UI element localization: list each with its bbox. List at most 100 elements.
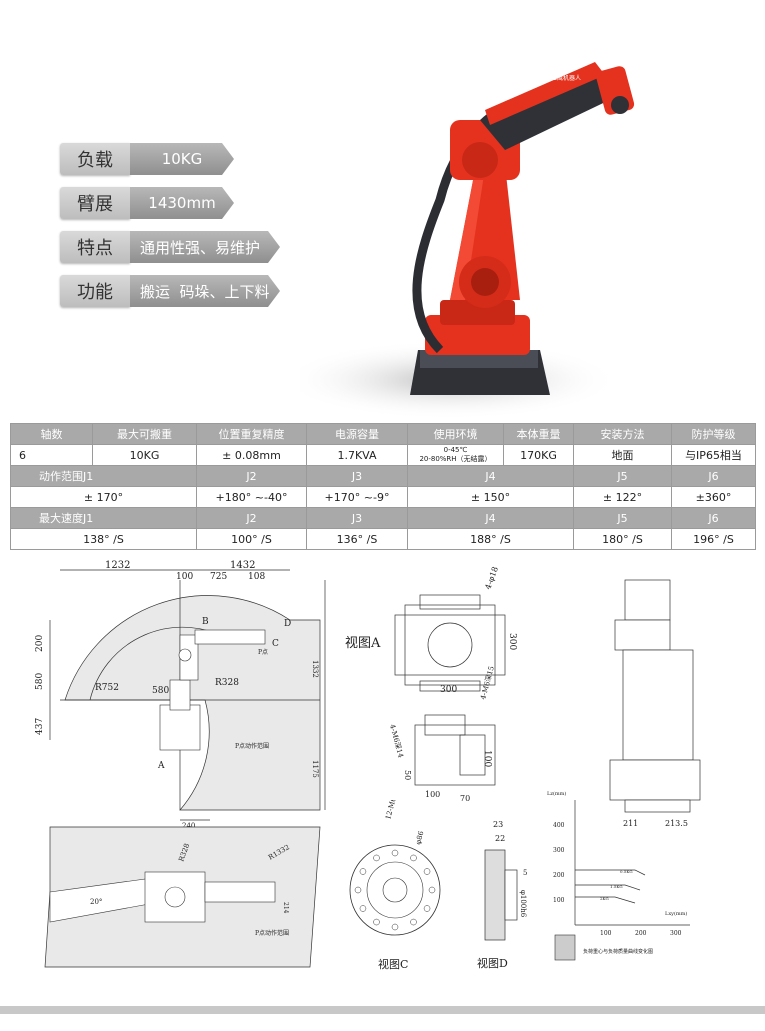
- table-cell: 地面: [573, 444, 672, 466]
- p-point: P点: [258, 648, 268, 656]
- bolt-hole: [410, 854, 417, 862]
- table-cell: 188° /S: [407, 528, 574, 550]
- workspace-side-drawing: 1232 1432 100 725 108 200 580 437 1332 1…: [30, 560, 330, 830]
- table-header-cell: 轴数: [10, 423, 93, 445]
- dim-214: 214: [282, 902, 289, 914]
- dim-240: 240: [182, 822, 195, 830]
- table-cell: 1.7KVA: [306, 444, 408, 466]
- table-cell: +180° ~-40°: [196, 486, 307, 508]
- load-x-tick: 100: [600, 930, 612, 937]
- table-cell: 6: [10, 444, 93, 466]
- table-header-cell: 动作范围J1: [10, 465, 197, 487]
- spec-value-reach: 1430mm: [130, 187, 234, 219]
- table-cell: ±360°: [671, 486, 756, 508]
- bolt-hole: [428, 886, 436, 894]
- view-d-5: 5: [523, 869, 527, 877]
- table-header-cell: J5: [573, 507, 672, 529]
- dim-100: 100: [176, 572, 193, 582]
- table-cell: 10KG: [92, 444, 197, 466]
- bolt-hole: [391, 923, 399, 931]
- table-cell: ± 170°: [10, 486, 197, 508]
- table-cell: 180° /S: [573, 528, 672, 550]
- dim-437: 437: [35, 718, 45, 735]
- dim-1432: 1432: [230, 560, 255, 571]
- bottom-bar: [0, 1006, 765, 1014]
- view-a-m6a: 4-M6深14: [388, 723, 406, 759]
- label-c: C: [272, 639, 279, 649]
- label-b: B: [202, 617, 209, 627]
- load-x-tick: 200: [635, 930, 647, 937]
- view-d-22: 22: [495, 834, 505, 843]
- dim-580h: 580: [152, 686, 169, 696]
- bolt-hole: [373, 918, 380, 926]
- table-cell: 136° /S: [306, 528, 408, 550]
- view-d-23: 23: [493, 820, 503, 829]
- spec-table: 轴数 最大可搬重 位置重复精度 电源容量 使用环境 本体重量 安装方法 防护等级…: [10, 423, 756, 550]
- table-header-cell: J6: [671, 507, 756, 529]
- table-header-cell: J2: [196, 507, 307, 529]
- load-x-tick: 300: [670, 930, 682, 937]
- view-a-m6b: 4-M6深15: [478, 665, 496, 701]
- dim-1332: 1332: [311, 660, 319, 678]
- table-header-cell: 使用环境: [407, 423, 504, 445]
- bolt-hole: [391, 849, 399, 857]
- table-header-cell: 防护等级: [671, 423, 756, 445]
- env-humidity: 20-80%RH（无结露）: [419, 455, 492, 463]
- view-d-title: 视图D: [477, 956, 508, 970]
- table-cell: ± 122°: [573, 486, 672, 508]
- load-y-tick: 100: [553, 897, 565, 904]
- deg-20: 20°: [90, 898, 102, 906]
- side-view-drawing: 211 213.5: [595, 570, 705, 830]
- dim-725: 725: [210, 572, 227, 582]
- view-a-dim70: 70: [460, 794, 470, 803]
- table-header-cell: J3: [306, 465, 408, 487]
- table-header-row: 最大速度J1 J2 J3 J4 J5 J6: [10, 507, 756, 529]
- load-curve-chart: Lz(mm) Lxy(mm) 400 300 200 100 100 200 3…: [545, 785, 695, 970]
- table-cell: +170° ~-9°: [306, 486, 408, 508]
- label-d: D: [284, 619, 291, 629]
- side-dim-211: 211: [623, 819, 638, 828]
- load-y-tick: 400: [553, 822, 565, 829]
- view-a-title: 视图A: [345, 636, 381, 651]
- table-header-cell: 最大可搬重: [92, 423, 197, 445]
- bolt-hole: [354, 886, 362, 894]
- view-a-dim100v: 100: [482, 750, 492, 767]
- spec-value-function: 搬运 码垛、上下料: [130, 275, 280, 307]
- env-temp: 0-45℃: [443, 446, 468, 454]
- table-header-cell: 电源容量: [306, 423, 408, 445]
- load-caption: 负荷重心与负荷质量曲线变化图: [583, 948, 653, 955]
- table-header-row: 轴数 最大可搬重 位置重复精度 电源容量 使用环境 本体重量 安装方法 防护等级: [10, 423, 756, 445]
- table-cell: 170KG: [503, 444, 574, 466]
- robot-brand-text: CHY: [520, 81, 533, 88]
- table-header-cell: 最大速度J1: [10, 507, 197, 529]
- load-y-tick: 200: [553, 872, 565, 879]
- load-curve-label: 2KG: [600, 896, 609, 901]
- load-x-label: Lxy(mm): [665, 910, 687, 917]
- view-d-dia: φ100h6: [519, 890, 527, 918]
- view-d: 23 22 5 φ100h6 视图D: [465, 815, 545, 975]
- table-header-cell: J6: [671, 465, 756, 487]
- workspace-top-drawing: R328 R1332 20° 214 P点动作范围: [40, 822, 330, 972]
- view-a-dim100h: 100: [425, 790, 440, 799]
- table-row: 6 10KG ± 0.08mm 1.7KVA 0-45℃ 20-80%RH（无结…: [10, 444, 756, 466]
- dim-200: 200: [35, 635, 45, 652]
- table-cell-env: 0-45℃ 20-80%RH（无结露）: [407, 444, 504, 466]
- spec-label-reach: 臂展: [60, 187, 130, 219]
- label-a: A: [157, 761, 165, 771]
- view-a-holes: 4-φ18: [483, 565, 500, 590]
- robot-arm-text: 金红鹰机器人: [545, 74, 581, 82]
- view-a-dim300v: 300: [507, 633, 517, 650]
- dim-1175: 1175: [311, 760, 319, 778]
- table-header-cell: J5: [573, 465, 672, 487]
- bolt-hole: [359, 905, 367, 912]
- table-cell: ± 0.08mm: [196, 444, 307, 466]
- bolt-hole: [423, 868, 431, 875]
- view-c-dia: φ86: [414, 830, 425, 846]
- dim-108: 108: [248, 572, 265, 582]
- table-header-cell: J4: [407, 465, 574, 487]
- load-y-tick: 300: [553, 847, 565, 854]
- p-range-top: P点动作范围: [255, 929, 289, 937]
- view-a-dim300h: 300: [440, 685, 457, 695]
- spec-label-function: 功能: [60, 275, 130, 307]
- bolt-hole: [423, 905, 431, 912]
